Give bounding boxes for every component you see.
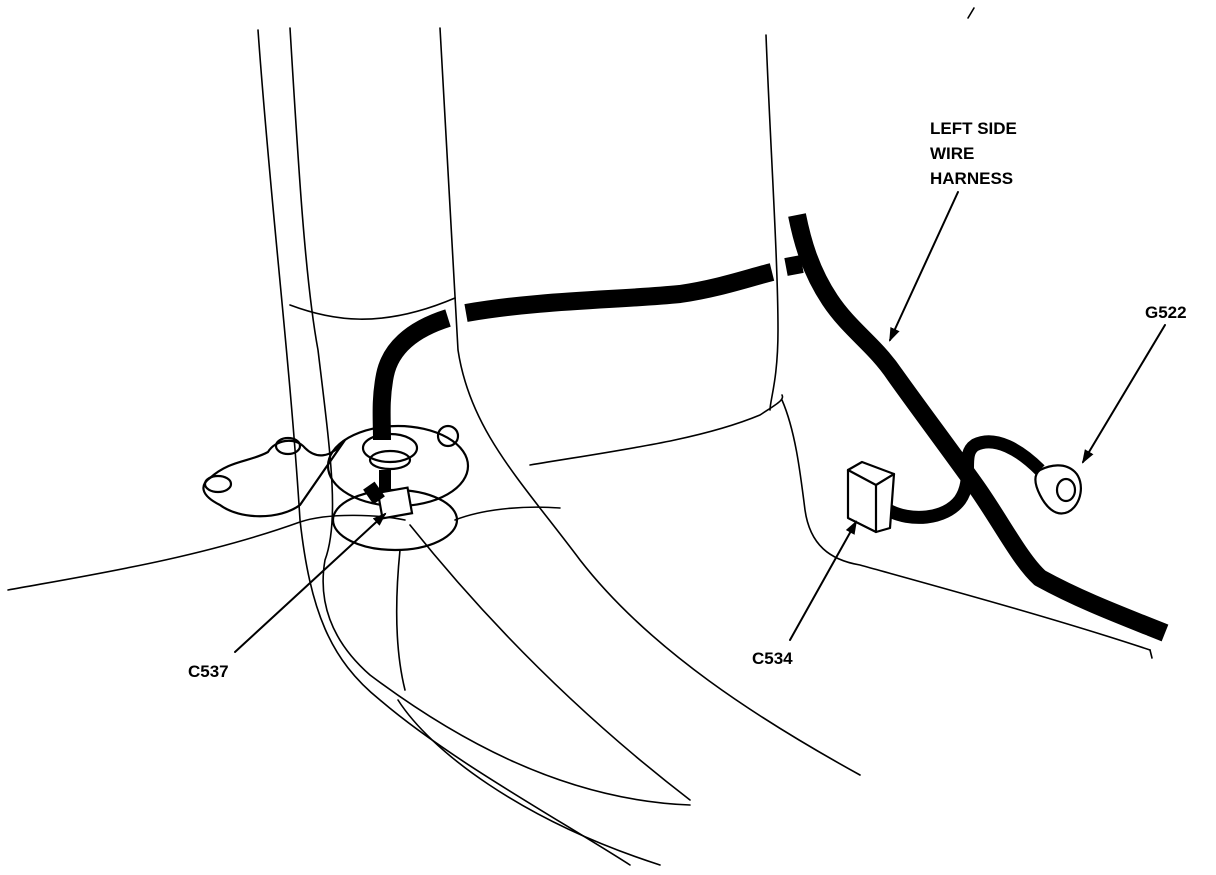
label-harness-line1: LEFT SIDE [930, 119, 1017, 138]
floor-mid-line [529, 394, 784, 466]
connector-c537-body [376, 486, 414, 520]
leader-c537 [234, 512, 387, 653]
left-pillar-inner-edge [289, 27, 691, 806]
label-harness-line3: HARNESS [930, 169, 1013, 188]
center-pillar-left-edge [439, 27, 861, 776]
harness-drop-to-grommet [372, 309, 451, 441]
grommet-assembly [202, 424, 470, 552]
harness-branch-to-c534 [884, 435, 1045, 524]
harness-main-run [788, 213, 1169, 642]
upper-trim-line [289, 297, 456, 320]
label-connector-c534: C534 [752, 649, 793, 668]
grommet-tab-right [436, 424, 460, 448]
mount-hole-left [203, 474, 233, 494]
connector-c537-shade [363, 481, 385, 505]
harness-short-segment [784, 255, 804, 276]
right-floor-edge [781, 399, 1151, 651]
wire-harness [372, 213, 1169, 642]
center-pillar-right-edge [765, 34, 779, 411]
left-pillar-outer-edge [257, 29, 631, 866]
connector-c534-edge [846, 468, 896, 534]
mount-plate [202, 438, 347, 518]
leader-harness [889, 191, 959, 342]
connector-c534-body [846, 460, 896, 534]
mount-hole-top [274, 436, 302, 456]
leader-g522 [1081, 324, 1166, 464]
leader-lines [234, 191, 1166, 653]
leader-c534 [789, 520, 857, 641]
door-sill-curve [395, 549, 406, 691]
label-connector-c537: C537 [188, 662, 229, 681]
stray-mark [967, 7, 975, 19]
labels: LEFT SIDE WIRE HARNESS G522 C537 C534 [188, 119, 1187, 681]
ground-eyelet [1034, 464, 1082, 515]
label-ground-g522: G522 [1145, 303, 1187, 322]
pillar-base-curve [397, 699, 661, 866]
harness-across-pillar [464, 263, 775, 322]
ground-eyelet-hole [1055, 477, 1077, 503]
grommet-ring [368, 449, 412, 471]
right-floor-lower [1149, 649, 1153, 659]
body-outline [7, 7, 1153, 866]
floor-sill-line-2 [299, 514, 406, 523]
label-harness-line2: WIRE [930, 144, 974, 163]
floor-front-line [454, 506, 561, 521]
mount-bracket-line [409, 524, 691, 801]
floor-sill-line [7, 521, 301, 591]
